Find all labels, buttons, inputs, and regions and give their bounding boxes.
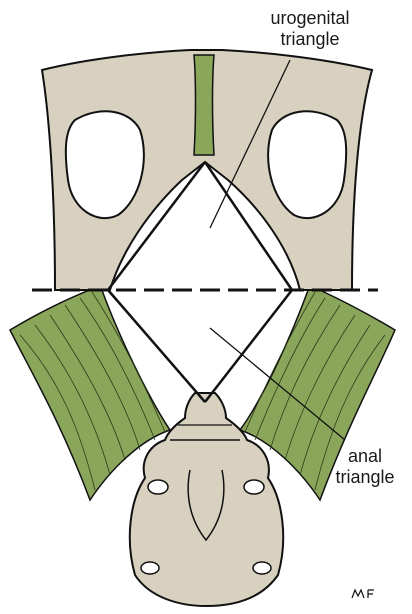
urogenital-label-line1: urogenital [250,8,370,29]
urogenital-label-line2: triangle [250,29,370,50]
left-sacral-foramen [148,480,168,494]
pubic-bone [42,50,372,290]
artist-signature-mark [352,590,374,598]
urogenital-triangle-label: urogenital triangle [250,8,370,50]
right-sacral-foramen [244,480,264,494]
anal-label-line2: triangle [318,467,412,488]
anal-triangle-label: anal triangle [318,446,412,488]
anal-label-line1: anal [318,446,412,467]
pubic-symphysis [194,55,214,155]
